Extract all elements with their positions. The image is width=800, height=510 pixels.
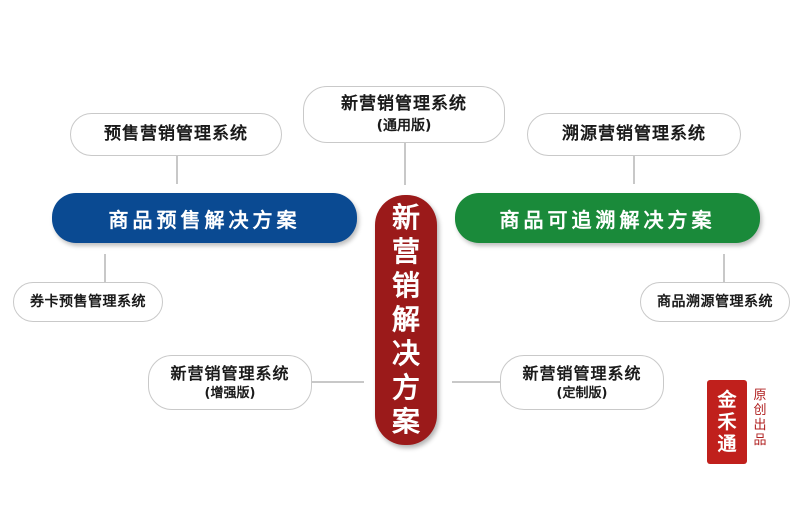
connector-top-left [176, 156, 178, 184]
node-sublabel: (增强版) [204, 385, 256, 401]
center-char: 营 [391, 235, 420, 268]
center-char: 解 [391, 303, 420, 336]
center-char: 新 [391, 201, 420, 234]
center-char: 方 [391, 371, 420, 404]
connector-bottom-right [452, 381, 500, 383]
node-label: 券卡预售管理系统 [30, 293, 146, 310]
node-voucher-presale-system: 券卡预售管理系统 [13, 282, 163, 322]
node-label: 溯源营销管理系统 [562, 124, 706, 145]
connector-top-right [633, 156, 635, 184]
node-label: 新营销管理系统 [341, 94, 467, 115]
side-char: 品 [753, 433, 767, 448]
connector-top-center [404, 143, 406, 185]
node-new-marketing-solution: 新 营 销 解 决 方 案 [375, 195, 437, 445]
node-presale-marketing-system: 预售营销管理系统 [70, 113, 282, 156]
node-traceability-solution: 商品可追溯解决方案 [455, 193, 760, 243]
node-custom-marketing-system: 新营销管理系统 (定制版) [500, 355, 664, 410]
node-sublabel: (定制版) [556, 385, 608, 401]
node-sublabel: (通用版) [376, 117, 432, 134]
node-presale-solution: 商品预售解决方案 [52, 193, 357, 243]
node-traceability-marketing-system: 溯源营销管理系统 [527, 113, 741, 156]
original-product-label: 原 创 出 品 [752, 388, 768, 448]
node-enhanced-marketing-system: 新营销管理系统 (增强版) [148, 355, 312, 410]
node-general-marketing-system: 新营销管理系统 (通用版) [303, 86, 505, 143]
node-label: 商品溯源管理系统 [657, 293, 773, 310]
node-product-traceability-system: 商品溯源管理系统 [640, 282, 790, 322]
connector-bottom-left [312, 381, 364, 383]
brand-seal: 金 禾 通 [707, 380, 747, 464]
node-label: 预售营销管理系统 [104, 124, 248, 145]
side-char: 创 [753, 403, 767, 418]
seal-char: 禾 [717, 411, 737, 433]
center-char: 销 [391, 269, 420, 302]
center-char: 决 [391, 337, 420, 370]
side-char: 出 [753, 418, 767, 433]
node-label: 新营销管理系统 [170, 363, 290, 383]
center-char: 案 [391, 405, 420, 438]
seal-char: 通 [717, 433, 737, 455]
connector-left-sub [104, 254, 106, 282]
seal-char: 金 [717, 389, 737, 411]
connector-right-sub [723, 254, 725, 282]
side-char: 原 [753, 388, 767, 403]
node-label: 新营销管理系统 [522, 363, 642, 383]
